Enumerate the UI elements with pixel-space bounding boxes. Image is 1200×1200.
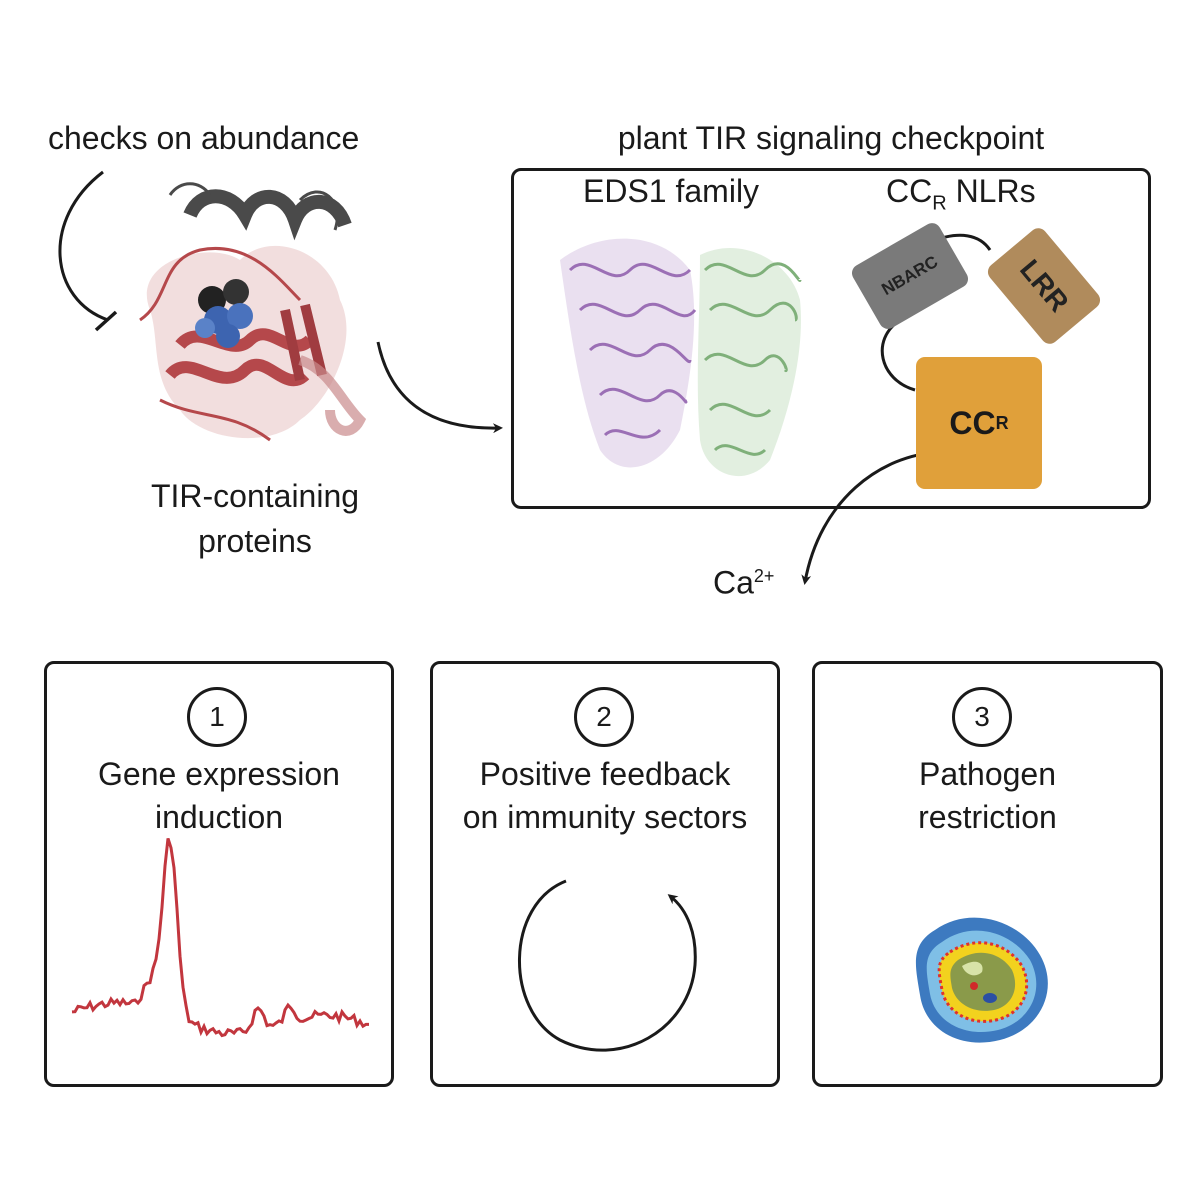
ccr-nlrs-main: CC [886, 173, 933, 209]
calcium-label: Ca2+ [713, 557, 774, 602]
panel1-line1: Gene expression [98, 756, 340, 792]
ccr-nlrs-label: CCR NLRs [886, 172, 1036, 222]
tir-label-line1: TIR-containing [150, 478, 360, 514]
feedback-loop-arrow [518, 879, 697, 1052]
panel2-number-circle: 2 [574, 687, 634, 747]
panel1-number-circle: 1 [187, 687, 247, 747]
checks-on-abundance-label: checks on abundance [48, 120, 360, 156]
gene-expression-trace [71, 837, 369, 1038]
panel1-title: Gene expression induction [44, 753, 394, 839]
ccr-main: CC [949, 404, 996, 441]
panel-gene-expression [44, 661, 394, 1087]
checkpoint-box [511, 168, 1151, 509]
panel2-line2: on immunity sectors [462, 799, 748, 835]
eds1-family-label: EDS1 family [583, 173, 760, 209]
panel3-line1: Pathogen [918, 756, 1056, 792]
panel2-line1: Positive feedback [479, 756, 731, 792]
panel3-title: Pathogen restriction [812, 753, 1163, 839]
ccr-sub: R [995, 412, 1009, 433]
panel2-title: Positive feedback on immunity sectors [430, 753, 780, 839]
activation-arrow [376, 341, 503, 434]
panel1-line2: induction [154, 799, 284, 835]
inhibition-arrow [58, 170, 109, 322]
inhibition-bar [94, 310, 118, 332]
eds1-family-structure-icon [560, 238, 802, 477]
tir-containing-proteins-label: TIR-containing proteins [120, 474, 390, 564]
panel-positive-feedback [430, 661, 780, 1087]
ccr-nlrs-tail: NLRs [946, 173, 1036, 209]
tir-label-line2: proteins [198, 523, 312, 559]
panel3-number-circle: 3 [952, 687, 1012, 747]
ccr-nlrs-sub: R [932, 192, 947, 215]
tir-protein-structure-icon [139, 182, 367, 442]
panel3-line2: restriction [918, 799, 1057, 835]
calcium-main: Ca [713, 564, 754, 601]
checkpoint-title: plant TIR signaling checkpoint [617, 120, 1045, 156]
calcium-sup: 2+ [753, 566, 775, 586]
pathogen-icon [915, 917, 1048, 1043]
panel-pathogen-restriction [812, 661, 1163, 1087]
